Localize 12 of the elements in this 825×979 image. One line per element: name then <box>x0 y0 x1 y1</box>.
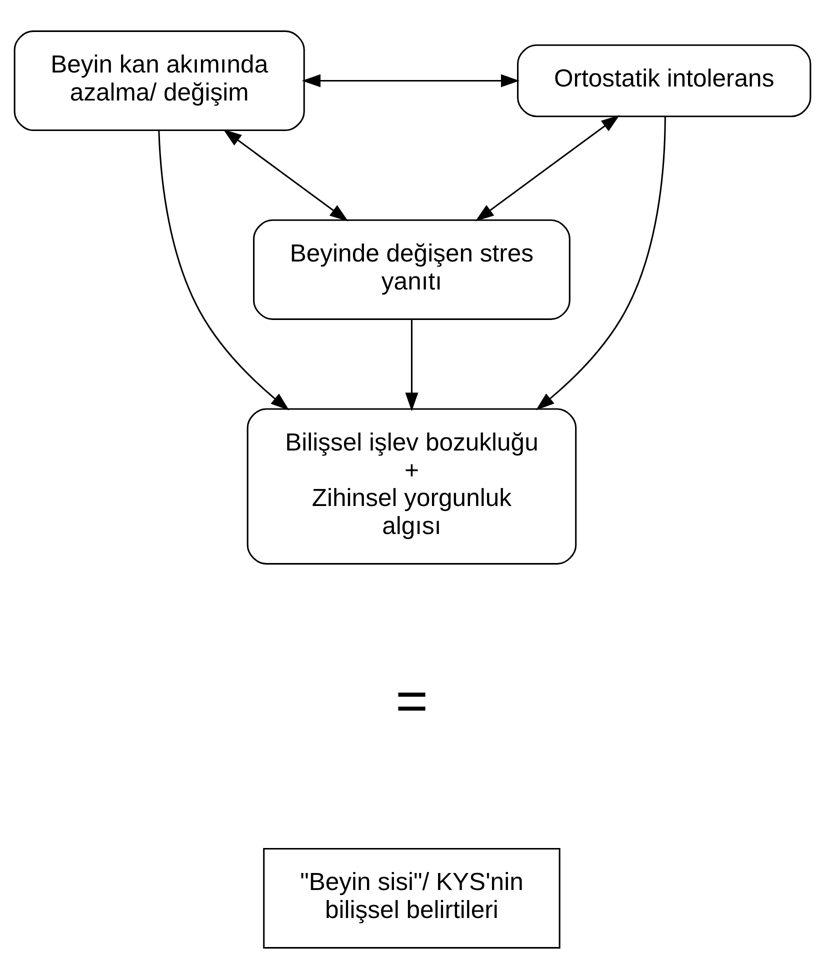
arrow <box>302 74 520 88</box>
arrow <box>223 129 348 222</box>
node-box: Bilişsel işlev bozukluğu + Zihinsel yorgunluk algısı <box>246 408 577 565</box>
node-box: Ortostatik intolerans <box>517 44 812 118</box>
arrow <box>405 320 418 412</box>
arrow <box>536 116 666 410</box>
node-box: "Beyin sisi"/ KYS'nin bilişsel belirtileri <box>263 848 560 949</box>
node-box: Beyinde değişen stres yanıtı <box>253 219 570 320</box>
arrow <box>158 130 290 410</box>
label: = <box>395 670 428 732</box>
node-box: Beyin kan akımında azalma/ değişim <box>14 30 305 132</box>
arrow <box>475 114 620 222</box>
